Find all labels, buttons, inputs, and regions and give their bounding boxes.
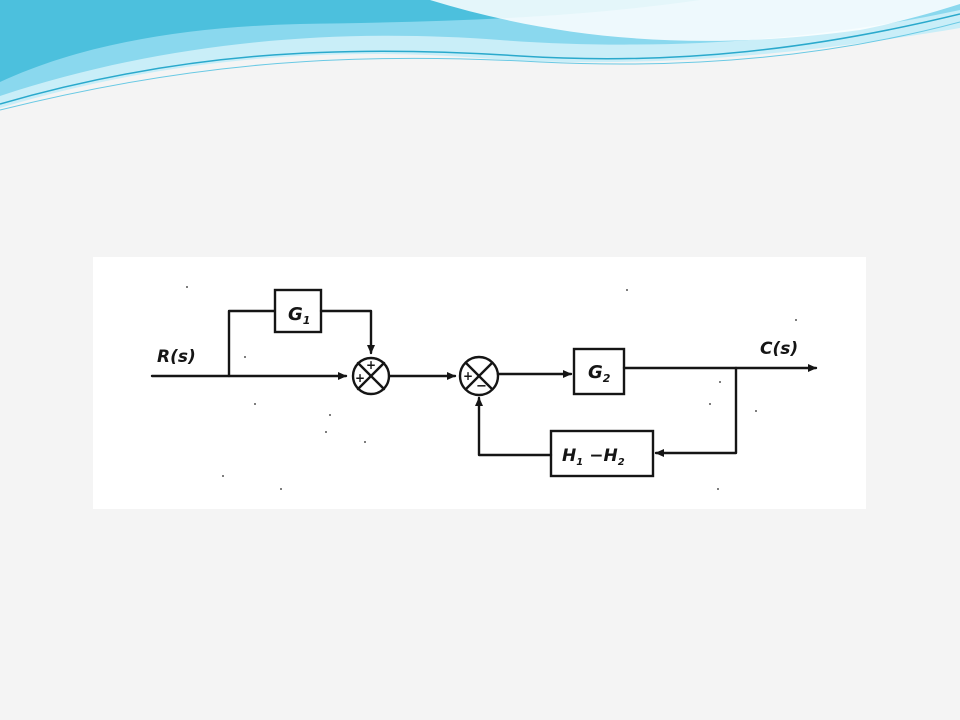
header-wave-highlight bbox=[430, 0, 960, 41]
feedback-return-line bbox=[475, 396, 553, 457]
sum1-left-sign: + bbox=[355, 371, 365, 385]
block-g2-label: G2 bbox=[588, 362, 611, 385]
block-h-label: H1−H2 bbox=[562, 446, 625, 468]
sum1-top-sign: + bbox=[366, 358, 376, 372]
feedback-takeoff-line bbox=[654, 366, 738, 457]
header-wave-dark bbox=[0, 0, 700, 82]
block-h1-minus-h2 bbox=[549, 429, 655, 478]
header-wave-line-2 bbox=[0, 21, 960, 111]
header-wave-line bbox=[0, 13, 960, 105]
output-label: C(s) bbox=[760, 339, 798, 359]
block-g1-label: G1 bbox=[288, 304, 310, 327]
scan-specks bbox=[186, 286, 797, 490]
summing-junction-2 bbox=[458, 355, 500, 397]
sum2-bottom-sign: − bbox=[476, 379, 487, 394]
g1-branch-out bbox=[319, 309, 375, 355]
g1-branch-in bbox=[227, 309, 277, 378]
input-label: R(s) bbox=[157, 347, 196, 367]
block-g2 bbox=[572, 347, 626, 396]
summing-junction-1 bbox=[351, 356, 391, 396]
sum2-left-sign: + bbox=[463, 369, 473, 383]
